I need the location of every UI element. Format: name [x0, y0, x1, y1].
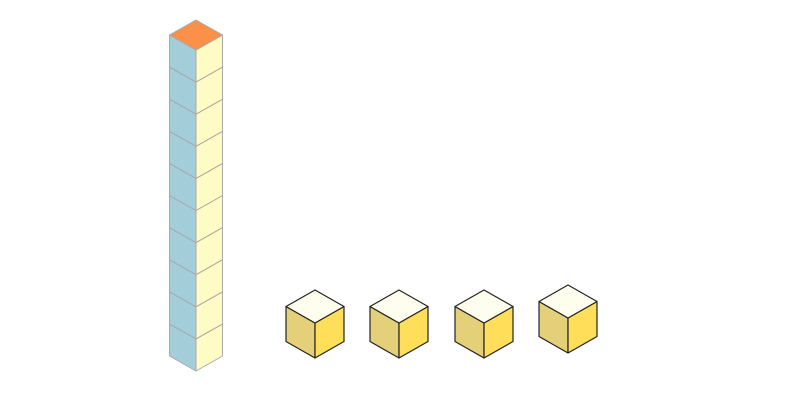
cube-top-face [285, 289, 345, 324]
cube-top-face [454, 289, 514, 324]
rod-unit-cube [169, 19, 223, 83]
cube-top-face [538, 284, 598, 319]
unit-cube [454, 289, 514, 359]
unit-cubes [285, 284, 598, 359]
unit-cube [369, 289, 429, 359]
cube-top-face [169, 19, 223, 51]
unit-cube [285, 289, 345, 359]
cube-top-face [369, 289, 429, 324]
ten-rod [169, 19, 223, 372]
unit-cube [538, 284, 598, 354]
